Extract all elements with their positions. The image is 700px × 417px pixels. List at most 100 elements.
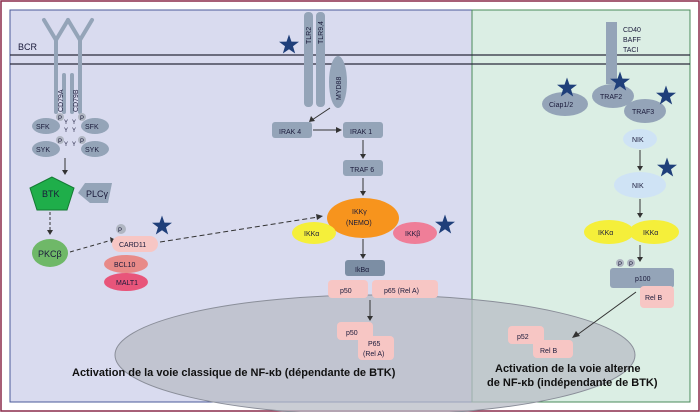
arrow-p100-nucleus [576,291,637,336]
sfk-left [32,118,60,134]
phospho-4-label: P [80,139,84,145]
phospho-1-label: P [58,116,62,122]
alternative-pathway-caption-line1: Activation de la voie alterne [495,363,641,375]
phospho-3 [56,136,64,144]
cbm-complex: P CARD11 BCL10 MALT1 [104,224,158,291]
sfk-left-label: SFK [36,124,50,131]
classic-pathway-caption: Activation de la voie classique de NF-κb… [72,367,396,379]
arrowhead-irak4-irak1 [336,127,342,133]
itam-y-6: Y [72,142,76,148]
p52-label: p52 [517,334,529,341]
p50-cyto-label: p50 [340,288,352,295]
relb-cyto-label: Rel B [645,295,662,302]
itam-y-1: Y [64,120,68,126]
nik-bound-node [623,129,657,149]
star-icon-tlr [279,34,299,54]
itam-cluster: SFK SFK SYK SYK P P P P Y Y Y Y Y Y [32,113,109,157]
cd79b-label: CD79B [73,89,80,112]
irak1-label: IRAK 1 [350,129,372,136]
traf6-node [343,160,383,176]
cd40-receptor [606,22,617,84]
ikka-classic-label: IKKα [304,231,319,238]
tlr2-label: TLR2 [306,27,313,44]
irak1-node [343,122,383,138]
card11-node [112,236,158,252]
tlr-receptor: TLR2 TLR9,4 MYD88 [304,12,347,108]
ikka-alt-left-label: IKKα [598,230,613,237]
arrow-card11-ikk [159,216,319,243]
itam-y-2: Y [72,120,76,126]
ikka-alt-left-node [584,220,634,244]
ikba-label: IkBα [355,267,369,274]
p100-node [610,268,674,288]
pkcb-node [32,239,68,267]
card11-label: CARD11 [119,242,146,249]
myd88-label: MYD88 [336,77,343,100]
phospho-4 [78,136,86,144]
phospho-2-label: P [80,116,84,122]
ciap-node [542,92,588,116]
baff-label: BAFF [623,37,641,44]
nemo-label: (NEMO) [346,220,372,227]
myd88-node [329,56,347,108]
arrowhead-p100-nucleus [572,331,580,338]
malt1-label: MALT1 [116,280,138,287]
bcr-receptor [42,18,94,114]
card11-phospho-label: P [118,228,122,234]
traf3-label: TRAF3 [632,109,654,116]
traf2-node [592,84,634,108]
plcg-node [78,183,112,203]
arrowhead-irak1-traf6 [360,154,366,159]
tlr2-bar [304,12,313,107]
arrowhead-traf6-ikk [360,191,366,196]
arrowhead-ikka-p100 [637,257,643,262]
star-icon-card11 [152,215,172,235]
star-icon-ciap [557,77,577,97]
syk-left [32,141,60,157]
ikba-node [345,260,385,276]
bcr-label: BCR [18,42,38,52]
irak4-node [272,122,312,138]
p50-cyto-node [328,280,368,298]
p100-phospho-2 [627,259,635,267]
arrow-pkcb-card11 [69,239,113,253]
p52-node [508,326,544,344]
rela-nuclear-label: (Rel A) [363,351,384,358]
traf6-label: TRAF 6 [350,167,374,174]
nik-bound-label: NIK [632,137,644,144]
pkcb-label: PKCβ [38,249,62,259]
ikka-alt-right-label: IKKα [643,230,658,237]
p65-nuclear-node [358,336,394,360]
arrowhead-myd88-irak4 [309,116,315,122]
ikkb-node [393,222,437,244]
ikka-classic-node [292,222,336,244]
relb-nuclear-label: Rel B [540,348,557,355]
nik-free-label: NIK [632,183,644,190]
itam-y-4: Y [72,128,76,134]
arrowhead-btk-pkcb [47,230,53,235]
btk-node [29,176,75,211]
p100-phospho-1 [616,259,624,267]
bcl10-node [104,255,148,273]
nik-free-node [614,172,666,198]
btk-label: BTK [42,189,60,199]
malt1-node [104,273,148,291]
star-icon-ikkb [435,214,455,234]
alternative-pathway-caption-line2: de NF-κb (indépendante de BTK) [487,377,658,389]
ciap-label: Ciap1/2 [549,102,573,109]
syk-right-label: SYK [85,147,99,154]
sfk-right-label: SFK [85,124,99,131]
p65-cyto-node [372,280,438,298]
star-icon-nik [657,157,677,177]
irak4-label: IRAK 4 [279,129,301,136]
relb-cyto-node [640,286,674,308]
arrowhead-ikk-ikba [360,254,366,259]
ikka-alt-right-node [629,220,679,244]
star-icon-traf2 [610,71,630,91]
cd79a-label: CD79A [58,89,65,112]
p65-cyto-label: p65 (Rel A) [384,288,419,295]
arrowhead-itam-btk [62,170,68,175]
card11-phospho [116,224,126,234]
